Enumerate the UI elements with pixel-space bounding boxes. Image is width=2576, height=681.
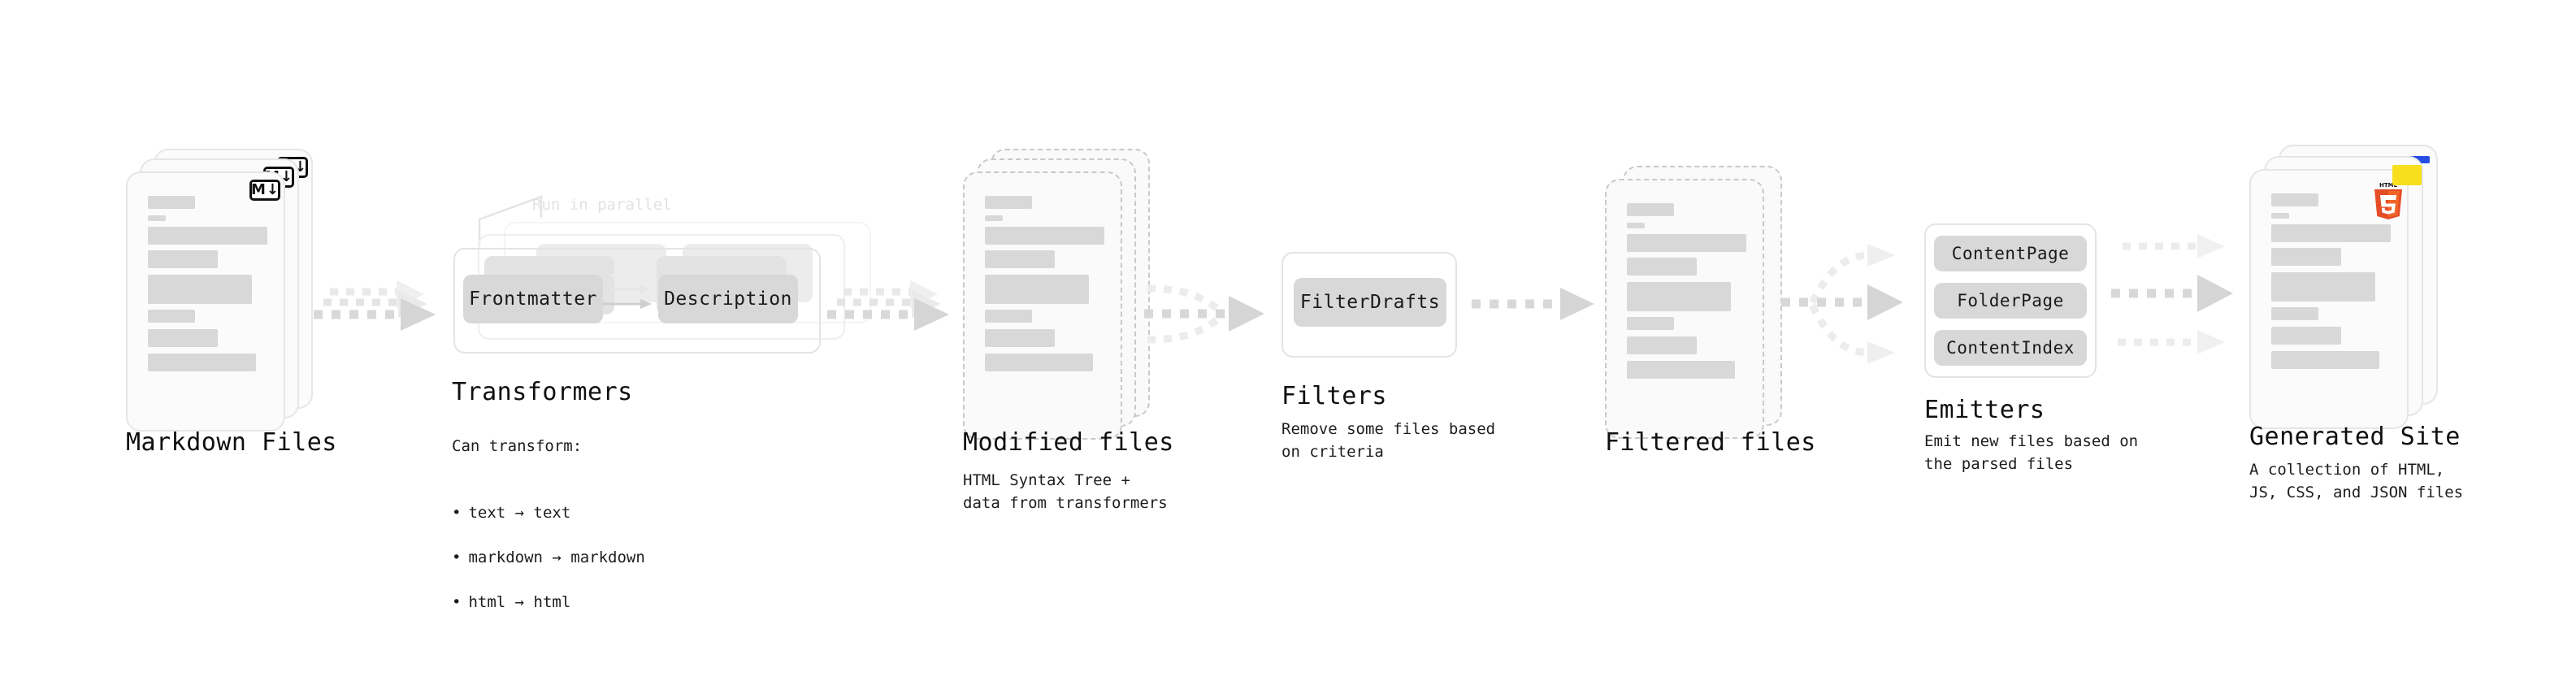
content-bar [148,354,256,371]
emitter-pill-label: ContentIndex [1946,338,2075,358]
generated-site-stack: HTML [2249,145,2438,429]
stage-caption-modified-files: HTML Syntax Tree + data from transformer… [963,471,1168,512]
emitter-pill-label: ContentPage [1951,244,2070,263]
content-bar [2271,213,2289,219]
content-bar [985,310,1032,323]
content-bar [148,329,218,347]
content-bar [985,227,1104,245]
content-bar [985,250,1055,268]
stage-caption-filters: Remove some files based on criteria [1281,420,1496,461]
run-in-parallel-leader-line [478,195,543,245]
stage-title-generated-site: Generated Site [2249,423,2461,451]
content-bar [1627,203,1674,216]
connector-emitters-to-site [2111,234,2233,354]
markdown-file-content [128,173,284,430]
content-bar [2271,248,2341,266]
content-bar [985,329,1055,347]
filter-pill-filterdrafts[interactable]: FilterDrafts [1294,278,1446,327]
connector-filters-to-filtered [1472,288,1594,320]
html5-badge-icon: HTML [2374,182,2402,219]
transformer-pill-description[interactable]: Description [658,275,798,323]
content-bar [985,275,1089,304]
stage-title-filters: Filters [1281,382,1387,410]
content-bar [2271,193,2318,206]
content-bar [985,354,1093,371]
stage-caption-transformers: Can transform: text → text markdown → ma… [452,413,645,659]
filtered-file-content [1607,180,1763,437]
js-badge-icon [2392,167,2422,185]
transformers-caption-item: html → html [452,592,645,614]
content-bar [1627,223,1645,228]
stage-caption-emitters: Emit new files based on the parsed files [1924,432,2139,473]
transformers-caption-heading: Can transform: [452,436,583,455]
content-bar [2271,272,2375,301]
transformer-pill-frontmatter[interactable]: Frontmatter [463,275,603,323]
content-bar [148,196,195,209]
content-bar [1627,282,1731,311]
markdown-files-stack: M ↓ M ↓ M ↓ [126,149,313,432]
connector-filtered-to-emitters [1781,244,1903,364]
content-bar [1627,317,1674,330]
filter-pill-label: FilterDrafts [1299,292,1441,313]
content-bar [1627,336,1697,354]
markdown-badge: M ↓ [249,180,280,201]
emitter-pill-label: FolderPage [1957,291,2064,310]
markdown-badge-letter: M [251,181,266,198]
arrow-down-icon: ↓ [266,181,280,198]
content-bar [148,275,252,304]
content-bar [2271,307,2318,320]
content-bar [148,215,166,221]
stage-title-emitters: Emitters [1924,396,2045,424]
stage-title-filtered-files: Filtered files [1605,428,1816,457]
content-bar [985,196,1032,209]
svg-text:HTML: HTML [2379,182,2398,189]
content-bar [2271,351,2379,369]
generated-site-content [2251,171,2407,427]
stage-title-transformers: Transformers [452,378,633,406]
content-bar [2271,327,2341,345]
content-bar [1627,258,1697,275]
filtered-file-sheet-front [1605,179,1764,439]
stage-title-modified-files: Modified files [963,428,1174,457]
transformers-box [453,248,821,354]
connector-transformers-to-modified [827,280,949,331]
content-bar [1627,234,1746,252]
emitter-pill-contentpage[interactable]: ContentPage [1934,236,2087,271]
emitter-pill-contentindex[interactable]: ContentIndex [1934,330,2087,366]
modified-files-stack [963,149,1150,440]
content-bar [148,250,218,268]
modified-file-sheet-front [963,171,1122,440]
content-bar [1627,361,1735,379]
filtered-files-stack [1605,166,1792,439]
content-bar [148,310,195,323]
transformers-caption-item: markdown → markdown [452,547,644,570]
transformer-pill-label: Description [664,288,792,310]
run-in-parallel-label: Run in parallel [532,196,672,214]
transformers-caption-item: text → text [452,502,645,525]
markdown-file-sheet-front [126,171,285,432]
modified-file-content [965,173,1121,438]
transformers-caption-list: text → text markdown → markdown html → h… [452,480,645,637]
connector-modified-to-filters [1144,284,1264,344]
transformer-pill-label: Frontmatter [469,288,597,310]
emitter-pill-folderpage[interactable]: FolderPage [1934,283,2087,319]
transformer-inner-arrows [603,271,652,309]
content-bar [2271,224,2391,242]
stage-caption-generated-site: A collection of HTML, JS, CSS, and JSON … [2249,461,2464,501]
connector-markdown-to-transformers [314,280,436,331]
stage-title-markdown-files: Markdown Files [126,428,337,457]
content-bar [985,215,1003,221]
content-bar [148,227,267,245]
